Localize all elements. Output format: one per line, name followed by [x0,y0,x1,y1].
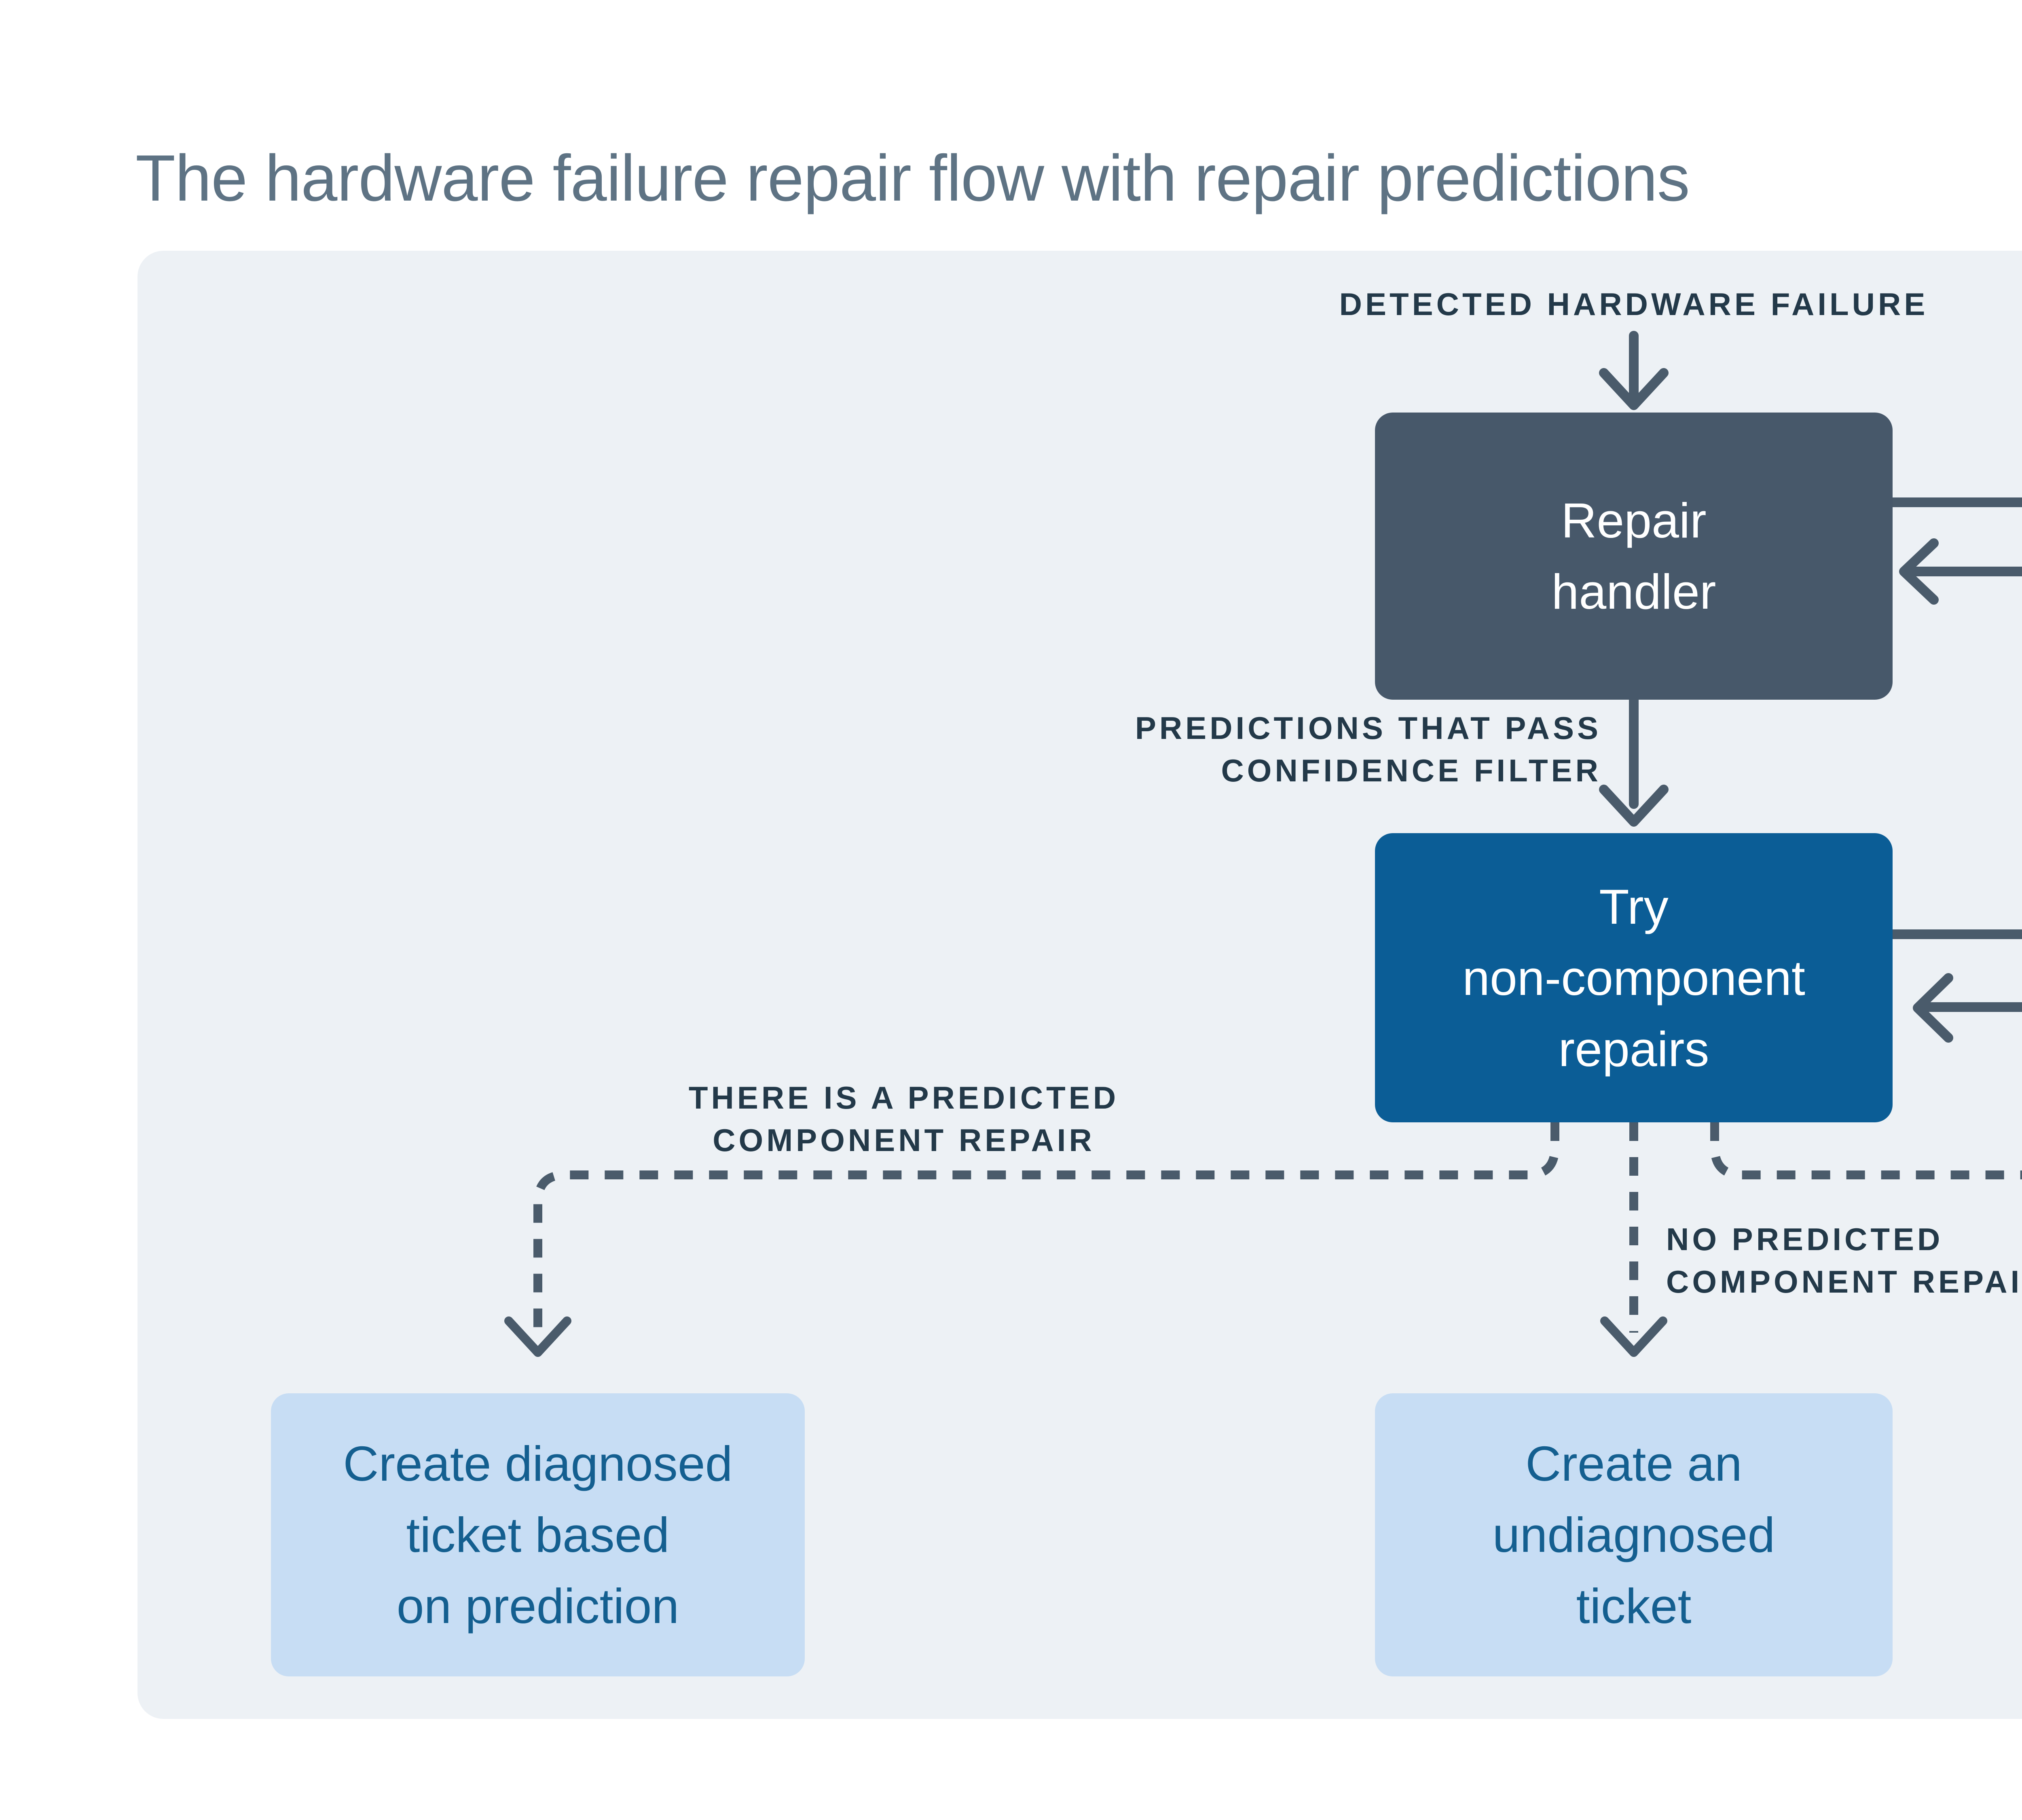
node-label-line: repairs [1558,1021,1709,1077]
label-line: THERE IS A PREDICTED [688,1080,1119,1115]
node-label-line: handler [1551,564,1716,619]
arrowhead-predictions-scores-icon [1899,538,1939,605]
arrow-retry-loop [1888,929,2022,1012]
arrowhead-confidence-down-icon [1599,785,1669,827]
label-line: NO PREDICTED [1666,1221,1944,1257]
node-label-line: ticket based [406,1507,670,1562]
connector-component-repair [533,1122,1559,1333]
arrowhead-no-component-icon [1600,1316,1667,1357]
node-create-undiagnosed-ticket: Create an undiagnosed ticket [1375,1393,1893,1676]
label-line: FAILURE [1901,413,2022,456]
label-line: FEATURES [1901,456,2022,498]
node-label-line: Repair [1561,493,1707,548]
node-label-line: Create an [1525,1436,1742,1491]
arrowhead-component-repair-icon [504,1316,571,1357]
label-confidence-filter: PREDICTIONS THAT PASS CONFIDENCE FILTER [930,707,1601,792]
node-label-line: non-component [1462,950,1805,1005]
node-try-non-component-repairs: Try non-component repairs [1375,833,1893,1122]
label-line: CONFIDENCE FILTER [1221,753,1601,788]
node-label-line: on prediction [396,1579,679,1634]
node-label-line: undiagnosed [1492,1507,1775,1562]
node-label-line: ticket [1576,1579,1692,1634]
label-line: AND SCORES [1901,635,2022,678]
label-detected-hardware-failure: DETECTED HARDWARE FAILURE [1027,283,2022,326]
label-line: COMPONENT REPAIR [1666,1264,2022,1299]
label-no-component-repair: NO PREDICTED COMPONENT REPAIR [1666,1218,2022,1303]
label-line: DETECTED HARDWARE FAILURE [1339,286,1929,322]
node-label-line: Create diagnosed [343,1436,733,1491]
label-failure-features: FAILURE FEATURES [1901,413,2022,498]
node-label-line: Try [1599,879,1669,934]
arrowhead-retry-loop-icon [1913,973,1953,1043]
page-title: The hardware failure repair flow with re… [135,142,1690,215]
node-create-diagnosed-ticket: Create diagnosed ticket based on predict… [271,1393,805,1676]
arrowhead-detected-down-icon [1599,368,1669,410]
label-line: COMPONENT REPAIR [713,1122,1095,1158]
node-repair-handler: Repair handler [1375,413,1893,700]
connector-server-fixed [1710,1122,2022,1179]
label-predictions-and-scores: PREDICTIONS AND SCORES [1901,593,2022,678]
label-line: PREDICTIONS [1901,593,2022,635]
label-line: PREDICTIONS THAT PASS [1135,710,1601,746]
label-component-repair: THERE IS A PREDICTED COMPONENT REPAIR [580,1077,1227,1162]
